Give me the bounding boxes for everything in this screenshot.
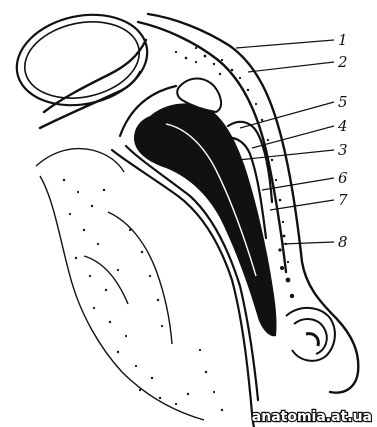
leader-line-1 bbox=[236, 40, 334, 48]
leader-line-7 bbox=[270, 200, 334, 210]
callout-7: 7 bbox=[338, 191, 348, 209]
callout-1: 1 bbox=[338, 31, 348, 49]
eyeball bbox=[8, 3, 155, 117]
callout-labels: 1 2 5 4 3 6 7 8 bbox=[337, 31, 348, 251]
callout-3: 3 bbox=[338, 141, 348, 159]
leader-line-2 bbox=[248, 62, 334, 72]
callout-4: 4 bbox=[337, 117, 348, 135]
callout-6: 6 bbox=[338, 169, 348, 187]
dark-cavity bbox=[134, 103, 277, 336]
callout-2: 2 bbox=[337, 53, 348, 71]
granular-tissue bbox=[36, 149, 204, 420]
callout-8: 8 bbox=[338, 233, 348, 251]
leader-line-4 bbox=[252, 126, 334, 148]
watermark: anatomia.at.ua bbox=[252, 409, 372, 425]
callout-5: 5 bbox=[338, 93, 348, 111]
leader-line-8 bbox=[282, 242, 334, 244]
granular-dots bbox=[63, 179, 223, 411]
lower-structure bbox=[286, 308, 335, 361]
